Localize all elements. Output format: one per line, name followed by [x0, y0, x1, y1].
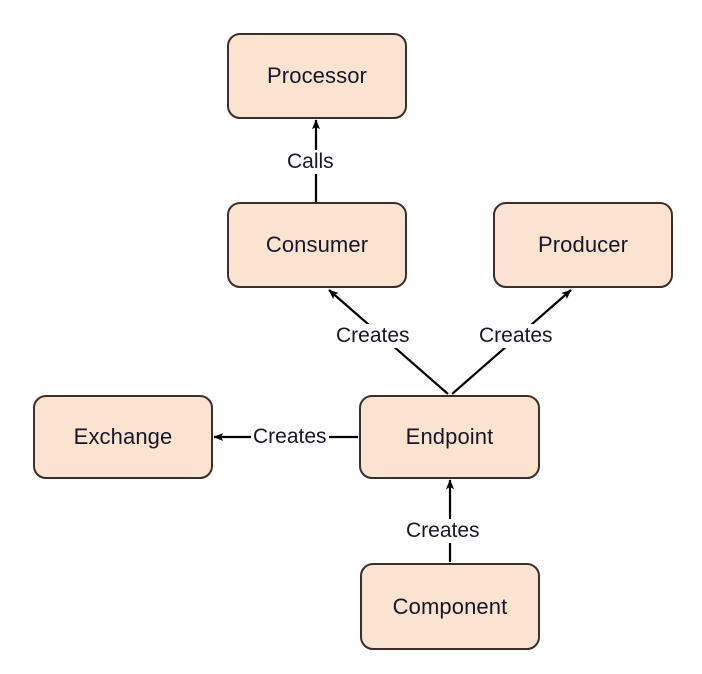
edge-label-endpoint-creates-producer: Creates: [477, 324, 555, 348]
edge-label-endpoint-creates-consumer: Creates: [334, 324, 412, 348]
node-endpoint[interactable]: Endpoint: [359, 395, 540, 479]
node-consumer[interactable]: Consumer: [227, 202, 407, 288]
node-label-component: Component: [392, 593, 508, 619]
node-label-producer: Producer: [537, 232, 629, 257]
node-label-endpoint: Endpoint: [405, 424, 494, 449]
node-processor[interactable]: Processor: [227, 33, 407, 119]
edge-label-endpoint-creates-exchange: Creates: [251, 425, 329, 449]
node-label-exchange: Exchange: [73, 424, 173, 449]
node-exchange[interactable]: Exchange: [33, 395, 213, 479]
node-label-consumer: Consumer: [265, 232, 369, 257]
node-producer[interactable]: Producer: [493, 202, 673, 288]
edge-label-component-creates-endpoint: Creates: [404, 519, 482, 543]
node-component[interactable]: Component: [360, 563, 540, 650]
edge-label-consumer-calls-processor: Calls: [285, 150, 336, 174]
node-label-processor: Processor: [267, 63, 367, 88]
